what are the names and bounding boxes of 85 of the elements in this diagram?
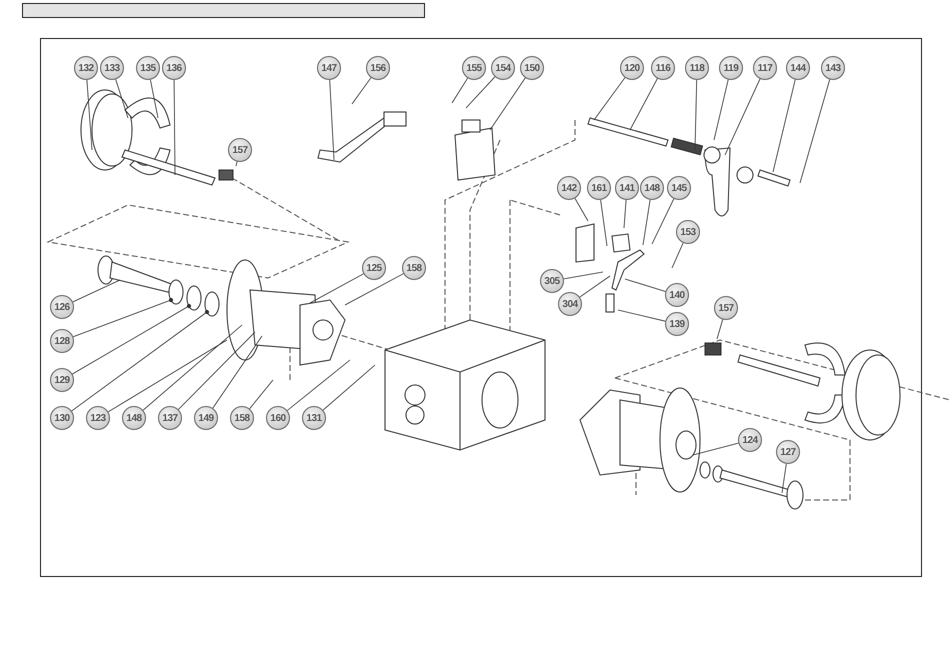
callout-number: 145 — [667, 176, 691, 200]
callout-number: 132 — [74, 56, 98, 80]
leader-line — [322, 364, 376, 410]
callout-number: 304 — [558, 292, 582, 316]
leader-line — [71, 310, 209, 412]
callout-number: 116 — [651, 56, 675, 80]
leader-line — [642, 200, 650, 246]
callout-number: 155 — [462, 56, 486, 80]
leader-line — [594, 77, 626, 120]
leader-line — [452, 78, 468, 104]
callout-number: 129 — [50, 368, 74, 392]
leader-line — [574, 198, 588, 222]
leader-line — [286, 360, 350, 411]
callout-number: 130 — [50, 406, 74, 430]
callout-number: 135 — [136, 56, 160, 80]
leader-line — [772, 79, 796, 172]
callout-number: 157 — [714, 296, 738, 320]
leader-line — [694, 80, 698, 150]
leader-line — [249, 380, 274, 410]
leader-line — [652, 198, 674, 244]
leader-line — [600, 200, 608, 246]
callout-number: 125 — [362, 256, 386, 280]
leader-line — [344, 273, 404, 306]
leader-line — [624, 278, 666, 292]
leader-line — [490, 78, 526, 130]
leader-line — [86, 80, 92, 150]
callout-number: 131 — [302, 406, 326, 430]
leader-line — [716, 319, 724, 340]
leader-line — [174, 80, 176, 176]
leader-line — [724, 78, 760, 156]
callout-number: 149 — [194, 406, 218, 430]
callout-number: 117 — [753, 56, 777, 80]
callout-number: 126 — [50, 295, 74, 319]
leader-line — [310, 273, 364, 304]
callout-number: 123 — [86, 406, 110, 430]
callout-number: 137 — [158, 406, 182, 430]
leader-line — [72, 304, 191, 374]
leader-line — [72, 280, 120, 302]
leader-line — [352, 77, 372, 104]
callout-number: 305 — [540, 269, 564, 293]
leader-line — [178, 332, 256, 410]
leader-line — [150, 79, 158, 118]
leader-line — [466, 76, 496, 108]
leader-line — [800, 79, 830, 184]
leader-line — [329, 80, 334, 160]
leader-line — [579, 276, 610, 298]
leader-line — [692, 442, 739, 456]
callout-number: 120 — [620, 56, 644, 80]
callout-number: 140 — [665, 283, 689, 307]
callout-number: 144 — [786, 56, 810, 80]
callout-number: 160 — [266, 406, 290, 430]
callout-number: 154 — [491, 56, 515, 80]
callout-number: 148 — [640, 176, 664, 200]
callout-number: 156 — [366, 56, 390, 80]
leader-line — [212, 336, 262, 408]
leader-line — [782, 464, 787, 494]
callout-number: 139 — [665, 312, 689, 336]
leader-line — [108, 340, 228, 412]
callout-number: 141 — [615, 176, 639, 200]
callout-number: 158 — [402, 256, 426, 280]
callout-number: 158 — [230, 406, 254, 430]
callout-number: 128 — [50, 329, 74, 353]
leader-line — [630, 78, 658, 130]
leader-line — [563, 272, 604, 280]
callout-number: 153 — [676, 220, 700, 244]
callout-number: 119 — [719, 56, 743, 80]
callout-number: 161 — [587, 176, 611, 200]
callout-number: 127 — [776, 440, 800, 464]
callout-number: 150 — [520, 56, 544, 80]
callout-number: 133 — [100, 56, 124, 80]
callout-number: 143 — [821, 56, 845, 80]
leader-line — [624, 200, 626, 228]
leader-line — [672, 242, 684, 268]
callout-number: 136 — [162, 56, 186, 80]
leader-line — [142, 324, 242, 411]
callout-number: 142 — [557, 176, 581, 200]
leader-line — [115, 79, 128, 118]
callout-number: 157 — [228, 138, 252, 162]
leader-line — [618, 310, 666, 322]
callout-number: 147 — [317, 56, 341, 80]
callout-number: 118 — [685, 56, 709, 80]
leader-line — [72, 298, 173, 338]
leader-line — [714, 79, 729, 140]
callout-number: 148 — [122, 406, 146, 430]
callout-number: 124 — [738, 428, 762, 452]
